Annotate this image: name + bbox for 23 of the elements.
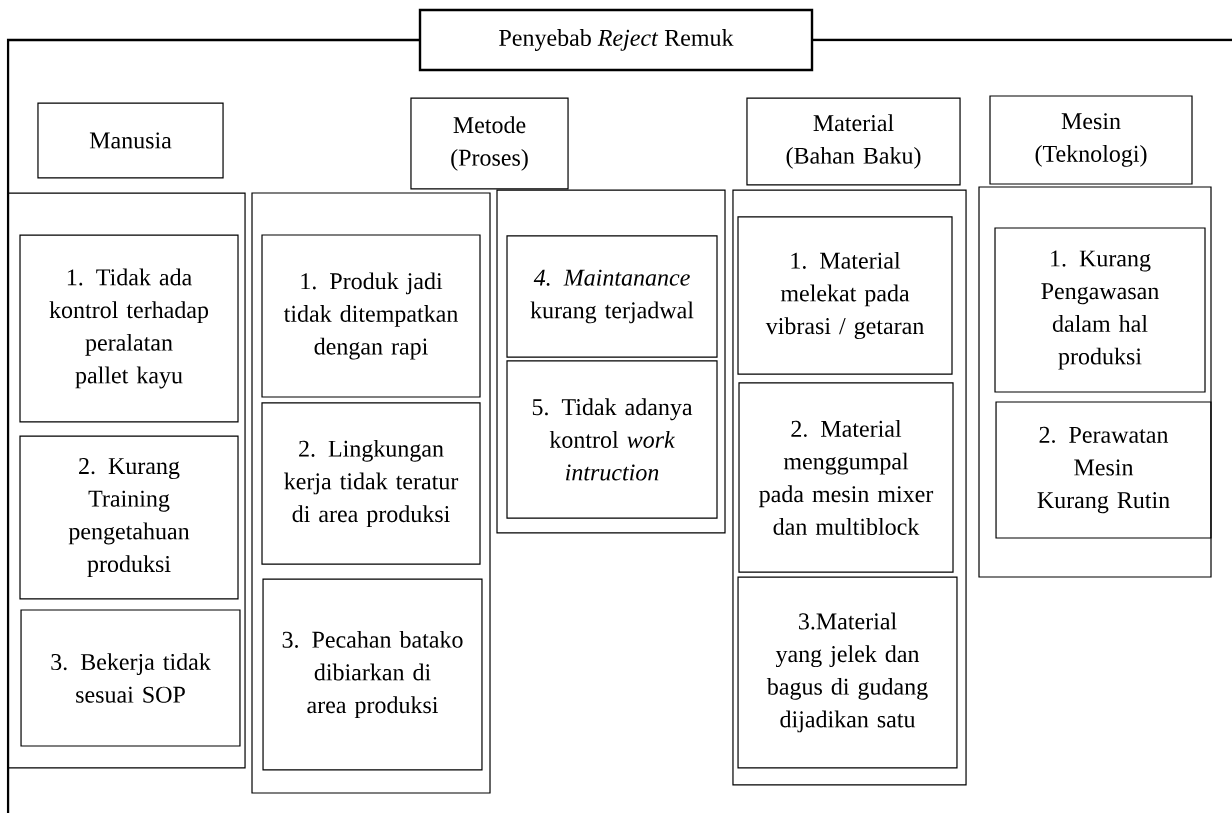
title-box: Penyebab Reject Remuk: [418, 8, 814, 72]
cause-box: 1. Kurang Pengawasan dalam hal produksi: [994, 227, 1206, 393]
category-box: Mesin (Teknologi): [989, 95, 1193, 185]
group-panel: [496, 189, 726, 534]
cause-box: 1. Produk jadi tidak ditempatkan dengan rapi: [261, 234, 481, 398]
category-box: Metode (Proses): [410, 97, 569, 190]
cause-box: 5. Tidak adanya kontrol work intruction: [506, 360, 718, 519]
cause-box: 1. Material melekat pada vibrasi / getaran: [737, 216, 953, 375]
group-panel: [732, 189, 967, 786]
group-panel: [7, 192, 246, 769]
cause-box: 3. Bekerja tidak sesuai SOP: [20, 609, 241, 747]
cause-box: 4. Maintanance kurang terjadwal: [506, 235, 718, 358]
cause-box: 3. Pecahan batako dibiarkan di area produksi: [262, 578, 483, 771]
cause-box: 2. Kurang Training pengetahuan produksi: [19, 435, 239, 600]
cause-box: 2. Material menggumpal pada mesin mixer dan multiblock: [738, 382, 954, 573]
group-panel: [978, 186, 1212, 578]
category-box: Manusia: [37, 102, 224, 179]
group-panel: [251, 192, 491, 794]
category-box: Material (Bahan Baku): [746, 97, 961, 186]
cause-box: 2. Perawatan Mesin Kurang Rutin: [995, 401, 1212, 539]
cause-box: 1. Tidak ada kontrol terhadap peralatan pallet kayu: [19, 234, 239, 423]
cause-box: 2. Lingkungan kerja tidak teratur di area produksi: [261, 402, 481, 565]
cause-box: 3.Material yang jelek dan bagus di gudang dijadikan satu: [737, 576, 958, 769]
